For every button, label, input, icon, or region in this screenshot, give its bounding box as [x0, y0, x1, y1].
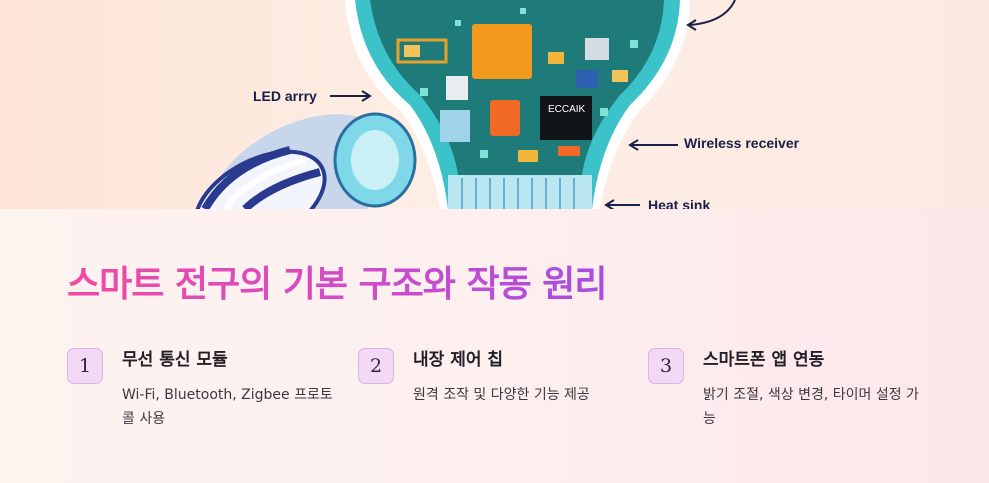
content-card: 스마트 전구의 기본 구조와 작동 원리 1 무선 통신 모듈 Wi-Fi, B… [0, 209, 989, 483]
callout-arrows [330, 0, 736, 209]
bulb-base-icon [193, 112, 417, 209]
feature-title: 스마트폰 앱 연동 [703, 350, 825, 370]
feature-number-badge: 2 [358, 348, 394, 384]
chip-label: ECCAIK [548, 104, 586, 115]
callout-led-array: LED arrry [253, 88, 317, 104]
callout-wireless-receiver: Wireless receiver [684, 135, 800, 151]
feature-title: 내장 제어 칩 [413, 350, 504, 370]
callout-heat-sink: Heat sink [648, 197, 711, 209]
smart-bulb-illustration: ECCAIK [0, 0, 989, 209]
bulb-diagram: ECCAIK [193, 0, 736, 209]
page-title: 스마트 전구의 기본 구조와 작동 원리 [67, 255, 607, 307]
feature-description: Wi-Fi, Bluetooth, Zigbee 프로토콜 사용 [122, 387, 333, 427]
feature-number-badge: 3 [648, 348, 684, 384]
feature-title: 무선 통신 모듈 [122, 350, 228, 370]
feature-description: 원격 조작 및 다양한 기능 제공 [413, 387, 590, 403]
feature-description: 밝기 조절, 색상 변경, 타이머 설정 가능 [703, 387, 919, 427]
feature-number-badge: 1 [67, 348, 103, 384]
